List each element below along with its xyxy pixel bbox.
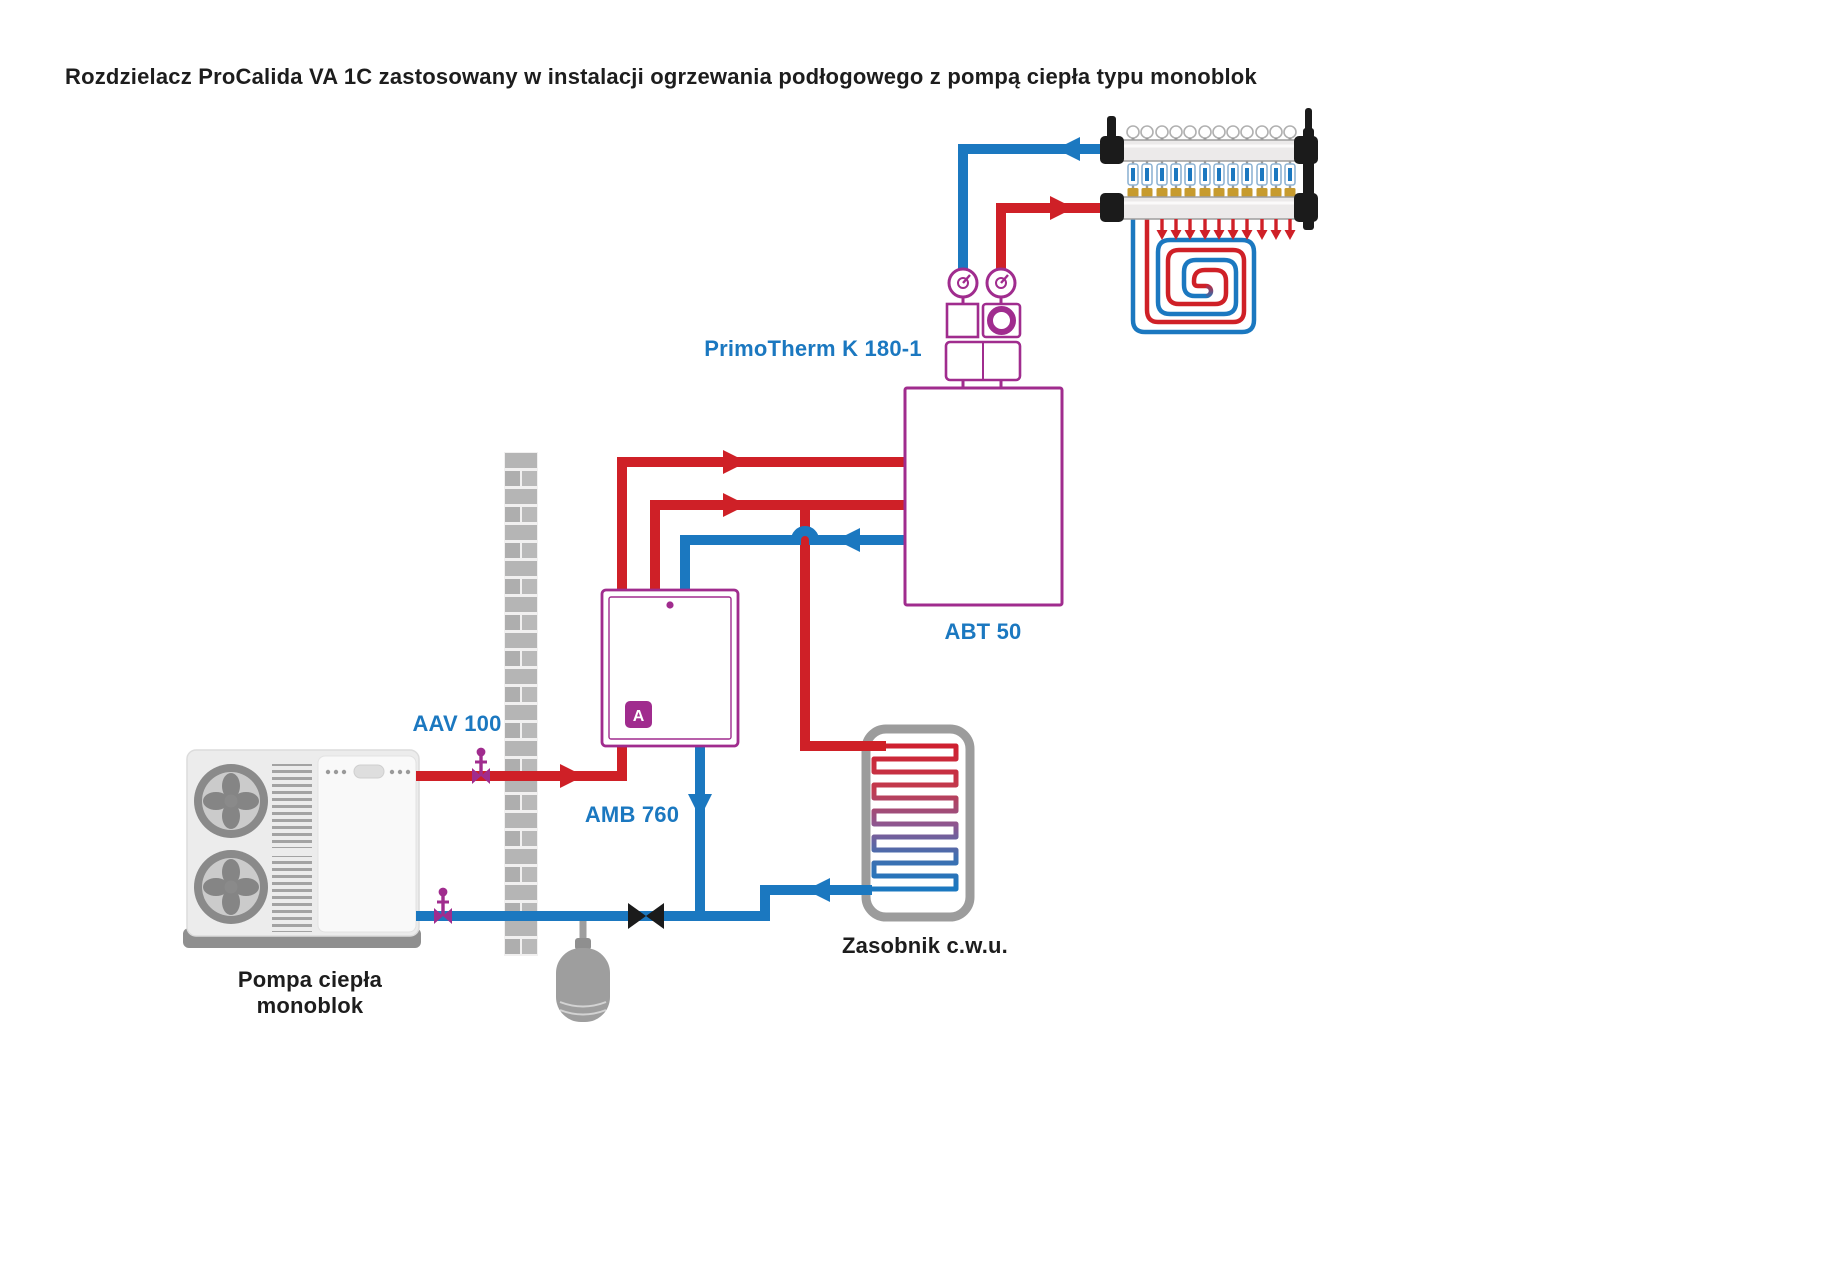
arrow-left-icon [1056,137,1080,161]
expansion-vessel-icon [556,916,610,1022]
label-buffer: ABT 50 [945,619,1022,644]
fan-icon [194,850,268,924]
check-valve-icon [628,903,664,929]
arrow-right-icon [723,493,747,517]
grille-icon [272,764,312,848]
arrow-down-icon [688,794,712,818]
floor-heating-coil-icon [1130,215,1257,335]
return-bar [1119,139,1301,162]
arrow-right-icon [723,450,747,474]
label-pump-group: PrimoTherm K 180-1 [704,336,922,361]
arrow-right-icon [560,764,584,788]
end-cap-icon [1100,136,1124,164]
dhw-coil-icon [871,743,959,892]
grille-icon [272,856,312,932]
afriso-logo-icon [625,701,652,728]
arrow-right-icon [1050,196,1074,220]
buffer-tank-icon [903,386,1064,607]
bracket-icon [1303,128,1314,230]
display-icon [353,764,385,779]
label-heat-pump-line2: monoblok [257,993,364,1018]
pipe-red-to-manifold [996,203,1120,278]
circulation-pump-icon [987,306,1016,335]
end-cap-icon [1100,193,1124,222]
label-controller: AMB 760 [585,802,679,827]
pipe-red-to-dhw [800,505,886,751]
control-dots [325,769,411,775]
supply-bar [1119,196,1301,220]
valve-lever-icon [1305,108,1312,132]
page-title: Rozdzielacz ProCalida VA 1C zastosowany … [65,64,1257,89]
label-heat-pump-line1: Pompa ciepła [238,967,383,992]
arrow-left-icon [836,528,860,552]
pipe-blue-buffer-to-amb [680,526,905,598]
manifold-icon [1100,108,1318,242]
vent-lever-icon [1107,116,1116,139]
flow-direction-arrows [560,137,1080,902]
label-air-vent: AAV 100 [412,711,501,736]
pump-group-icon [944,267,1022,388]
label-dhw-tank: Zasobnik c.w.u. [842,933,1008,958]
pipe-red-amb-to-buffer [650,500,905,598]
logo-letter: A [633,708,645,725]
arrow-left-icon [806,878,830,902]
led-icon [666,601,674,609]
heat-pump-icon [183,749,421,948]
amb-controller-icon: A [600,588,740,748]
fan-icon [194,764,268,838]
wall-icon [504,452,538,956]
valve-body-icon [945,302,980,339]
